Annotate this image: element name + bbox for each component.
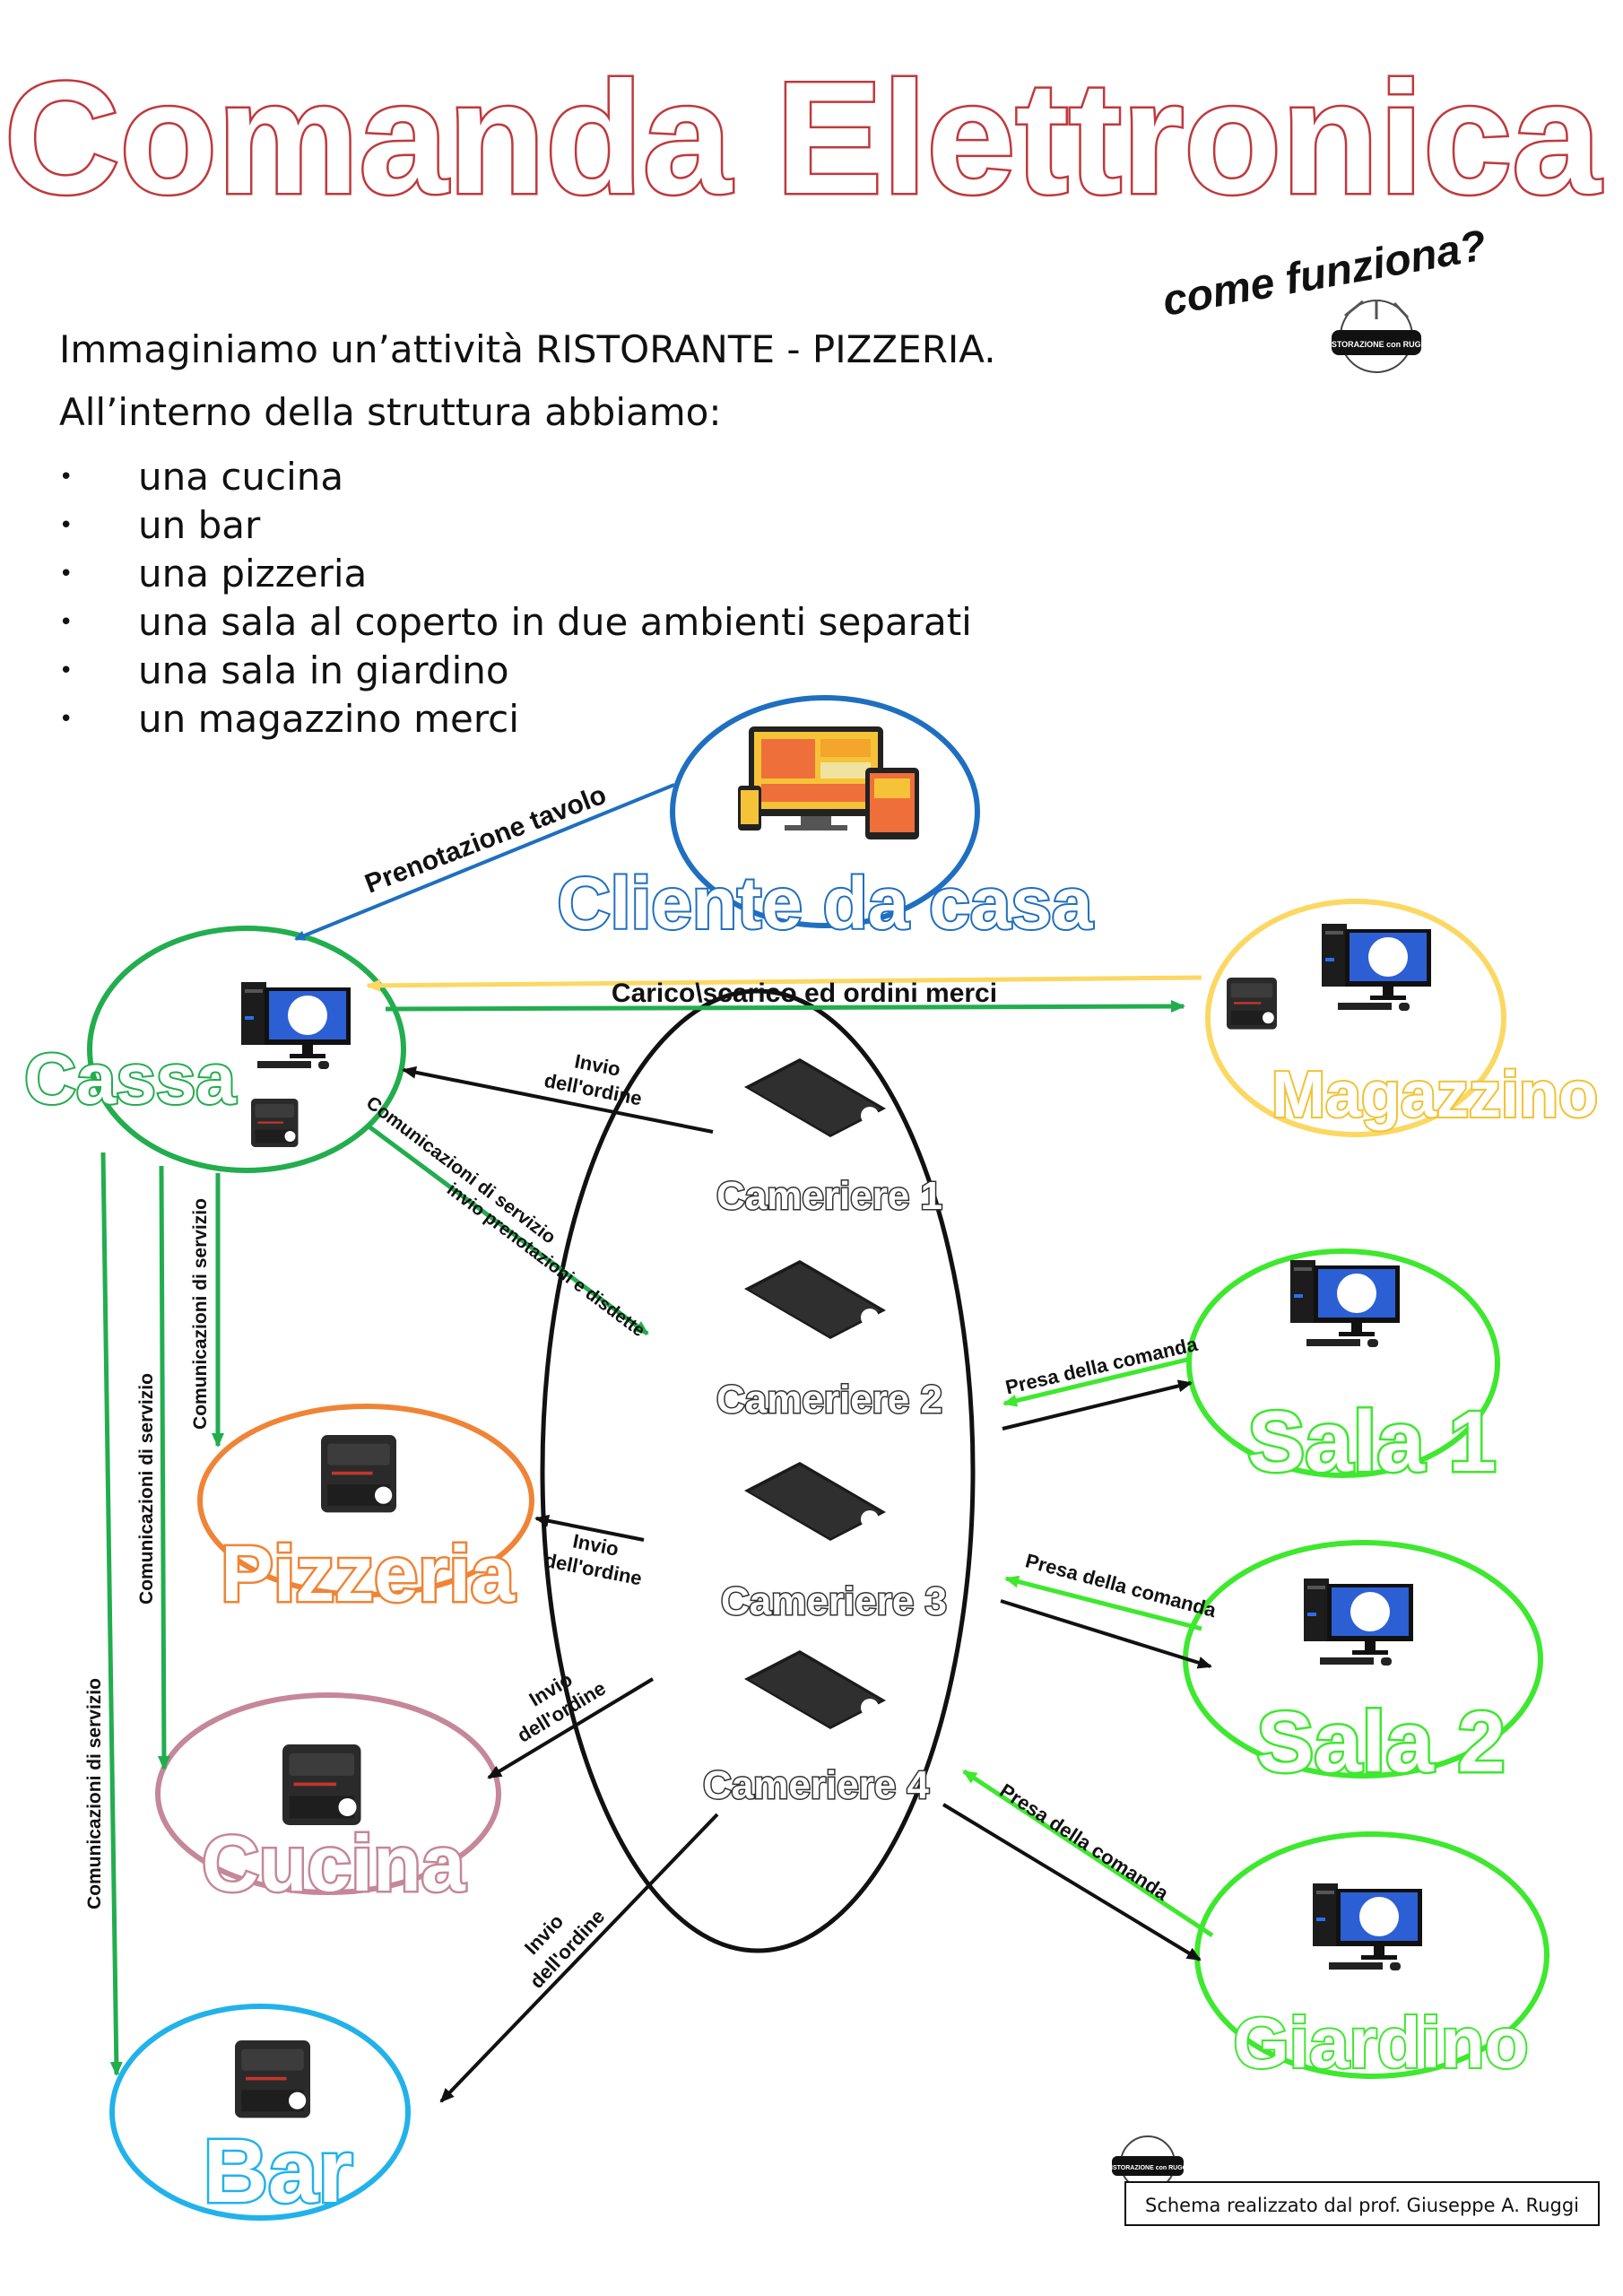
list-item: una pizzeria <box>59 550 972 598</box>
magazzino-printer-icon <box>1227 978 1277 1030</box>
edge-label-presa-2: Presa della comanda <box>1023 1549 1219 1622</box>
cucina-printer-icon <box>282 1744 361 1825</box>
cameriere-1-label: Cameriere 1 <box>716 1174 942 1218</box>
bar-label: Bar <box>204 2121 353 2222</box>
devices-icon <box>738 726 919 839</box>
page-title: Comanda Elettronica <box>4 48 1602 227</box>
edge-cassa-magazzino <box>385 1000 1185 1013</box>
edge-c1-cassa <box>402 1065 714 1134</box>
edge-label-comunicazioni-cucina: Comunicazioni di servizio <box>136 1373 157 1605</box>
sala1-node-ellipse <box>1186 1248 1500 1478</box>
credit-box: Schema realizzato dal prof. Giuseppe A. … <box>1124 2181 1600 2226</box>
cameriere-4-tablet-icon <box>744 1650 886 1729</box>
cassa-label: Cassa <box>24 1039 236 1118</box>
edge-giardino-camerieri <box>962 1769 1214 1938</box>
list-item: un magazzino merci <box>59 695 972 744</box>
cameriere-4-label: Cameriere 4 <box>703 1763 929 1807</box>
pizzeria-node-ellipse <box>197 1404 534 1597</box>
intro-text: Immaginiamo un’attività RISTORANTE - PIZ… <box>59 318 996 444</box>
giardino-computer-icon <box>1313 1883 1422 1970</box>
magazzino-node-ellipse <box>1205 899 1506 1137</box>
camerieri-ellipse <box>540 988 976 1953</box>
page-subtitle: come funziona? <box>1159 222 1490 326</box>
sala1-computer-icon <box>1290 1260 1400 1347</box>
edge-label-comunicazioni-bar: Comunicazioni di servizio <box>84 1678 105 1909</box>
magazzino-computer-icon <box>1322 924 1431 1011</box>
bar-node-ellipse <box>109 2004 411 2221</box>
cassa-printer-icon <box>251 1099 299 1147</box>
logo-icon: RISTORAZIONE con RUGGI <box>1324 300 1429 373</box>
sala2-label: Sala 2 <box>1256 1694 1506 1790</box>
facilities-list: una cucina un bar una pizzeria una sala … <box>59 453 972 744</box>
edge-sala2-camerieri <box>1004 1575 1202 1631</box>
edge-cassa-cucina <box>157 1165 170 1770</box>
edge-label-comunicazioni-camerieri: Comunicazioni di servizio <box>362 1092 560 1248</box>
edge-prenotazione <box>294 783 675 941</box>
edge-magazzino-cassa <box>366 975 1202 992</box>
giardino-label: Giardino <box>1234 2003 1529 2083</box>
cameriere-2-label: Cameriere 2 <box>716 1378 942 1422</box>
sala1-label: Sala 1 <box>1247 1394 1497 1490</box>
edge-label-carico: Carico\scarico ed ordini merci <box>612 978 997 1008</box>
list-item: una sala al coperto in due ambienti sepa… <box>59 598 972 647</box>
cassa-node-ellipse <box>87 926 406 1173</box>
edge-label-presa-3: Presa della comanda <box>995 1779 1173 1906</box>
list-item: una cucina <box>59 453 972 501</box>
edge-camerieri-cucina <box>487 1677 655 1779</box>
edge-camerieri-bar <box>439 1813 719 2103</box>
bar-printer-icon <box>235 2040 310 2118</box>
list-item: un bar <box>59 501 972 550</box>
cliente-label: Cliente da casa <box>557 863 1093 944</box>
footer-logo-text: RISTORAZIONE con RUGGI <box>1107 2165 1189 2171</box>
magazzino-label: Magazzino <box>1271 1059 1598 1131</box>
edge-cassa-camerieri <box>366 1123 649 1336</box>
edge-cassa-bar <box>100 1152 123 2076</box>
edge-camerieri-sala1 <box>1002 1379 1193 1431</box>
logo-text: RISTORAZIONE con RUGGI <box>1324 340 1429 349</box>
edge-camerieri-sala2 <box>1000 1599 1212 1669</box>
cameriere-2-tablet-icon <box>744 1260 886 1339</box>
pizzeria-printer-icon <box>321 1435 396 1513</box>
edge-camerieri-giardino <box>942 1803 1202 1961</box>
edge-label-comunicazioni-pizzeria: Comunicazioni di servizio <box>190 1198 211 1430</box>
pizzeria-label: Pizzeria <box>221 1529 516 1618</box>
cucina-label: Cucina <box>202 1819 465 1908</box>
intro-line-2: All’interno della struttura abbiamo: <box>59 390 722 434</box>
footer-logo-icon: RISTORAZIONE con RUGGI <box>1107 2135 1189 2191</box>
cameriere-1-tablet-icon <box>744 1058 886 1137</box>
cassa-computer-icon <box>241 982 351 1069</box>
list-item: una sala in giardino <box>59 647 972 695</box>
edge-sala1-camerieri <box>1002 1356 1192 1407</box>
sala2-computer-icon <box>1304 1578 1413 1665</box>
cucina-node-ellipse <box>155 1692 501 1895</box>
intro-line-1: Immaginiamo un’attività RISTORANTE - PIZ… <box>59 327 996 371</box>
edge-camerieri-pizzeria <box>534 1514 645 1542</box>
cameriere-3-tablet-icon <box>744 1462 886 1541</box>
cameriere-3-label: Cameriere 3 <box>721 1579 947 1623</box>
edge-label-prenotazioni-disdette: invio prenotazioni e disdette <box>443 1179 648 1341</box>
